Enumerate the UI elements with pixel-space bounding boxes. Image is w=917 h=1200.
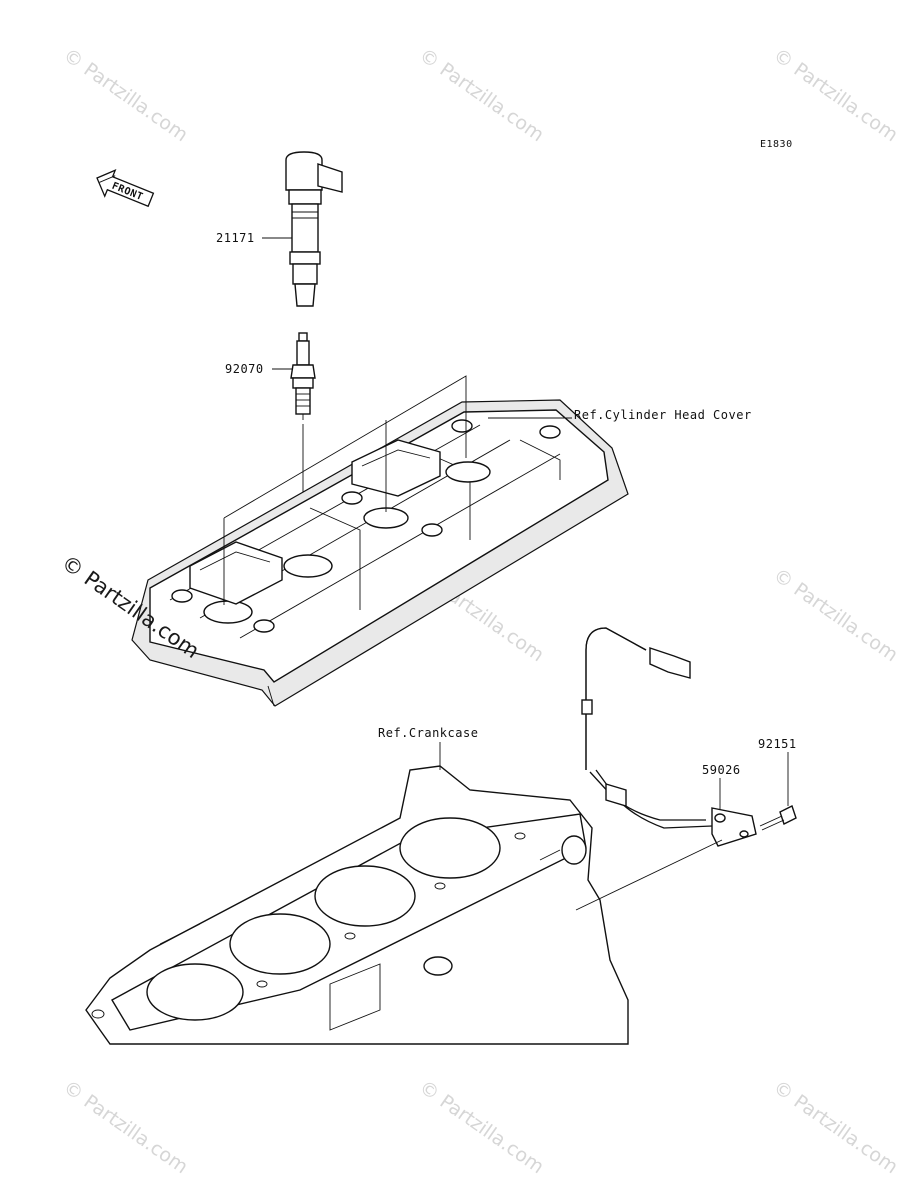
- front-arrow-icon: FRONT: [96, 169, 155, 208]
- watermark: © Partzilla.com: [769, 44, 902, 146]
- leader-line: [575, 839, 723, 911]
- cylinder-head-cover: [131, 399, 629, 707]
- pulse-coil-harness: [581, 627, 757, 847]
- bolt: [759, 805, 797, 831]
- watermark: © Partzilla.com: [769, 564, 902, 666]
- ignition-coil: [285, 151, 343, 307]
- diagram-code: E1830: [760, 139, 793, 150]
- leader-lines: [223, 375, 572, 605]
- watermark: © Partzilla.com: [59, 1076, 192, 1178]
- watermark: © Partzilla.com: [415, 1076, 548, 1178]
- watermark: © Partzilla.com: [769, 1076, 902, 1178]
- ref-cylinder-head-cover: Ref.Cylinder Head Cover: [574, 408, 752, 422]
- ref-crankcase: Ref.Crankcase: [378, 726, 478, 740]
- spark-plug: [290, 332, 316, 420]
- part-number-92151: 92151: [758, 737, 797, 751]
- part-number-21171: 21171: [216, 231, 255, 245]
- front-label: FRONT: [110, 181, 144, 203]
- watermark: © Partzilla.com: [59, 44, 192, 146]
- crankcase: [85, 765, 629, 1045]
- part-number-92070: 92070: [225, 362, 264, 376]
- watermark: © Partzilla.com: [415, 44, 548, 146]
- part-number-59026: 59026: [702, 763, 741, 777]
